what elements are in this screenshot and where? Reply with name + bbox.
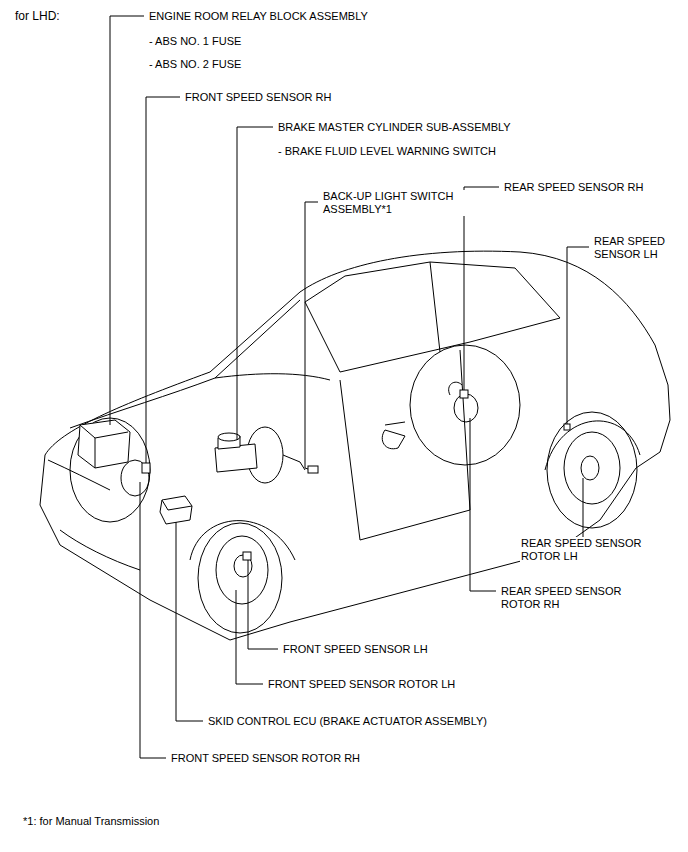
part-label: REAR SPEED SENSOR ROTOR LH bbox=[520, 537, 662, 563]
part-label: - ABS NO. 2 FUSE bbox=[148, 58, 242, 71]
part-label: - ABS NO. 1 FUSE bbox=[148, 35, 242, 48]
part-label: SKID CONTROL ECU (BRAKE ACTUATOR ASSEMBL… bbox=[207, 715, 488, 728]
page-heading: for LHD: bbox=[15, 9, 60, 23]
part-label: REAR SPEED SENSOR RH bbox=[503, 181, 644, 194]
part-label: FRONT SPEED SENSOR LH bbox=[282, 643, 429, 656]
part-label: REAR SPEED SENSOR LH bbox=[593, 235, 681, 261]
part-label: BRAKE MASTER CYLINDER SUB-ASSEMBLY bbox=[277, 121, 512, 134]
part-label: BACK-UP LIGHT SWITCH ASSEMBLY*1 bbox=[322, 190, 474, 216]
car-body bbox=[40, 251, 670, 640]
part-label: - BRAKE FLUID LEVEL WARNING SWITCH bbox=[277, 145, 497, 158]
components bbox=[78, 390, 570, 560]
leader-lines bbox=[110, 16, 589, 758]
part-label: ENGINE ROOM RELAY BLOCK ASSEMBLY bbox=[148, 10, 369, 23]
part-label: FRONT SPEED SENSOR ROTOR LH bbox=[267, 678, 456, 691]
part-label: FRONT SPEED SENSOR ROTOR RH bbox=[170, 752, 361, 765]
part-label: FRONT SPEED SENSOR RH bbox=[184, 91, 333, 104]
part-label: REAR SPEED SENSOR ROTOR RH bbox=[500, 585, 642, 611]
footnote: *1: for Manual Transmission bbox=[22, 815, 160, 828]
